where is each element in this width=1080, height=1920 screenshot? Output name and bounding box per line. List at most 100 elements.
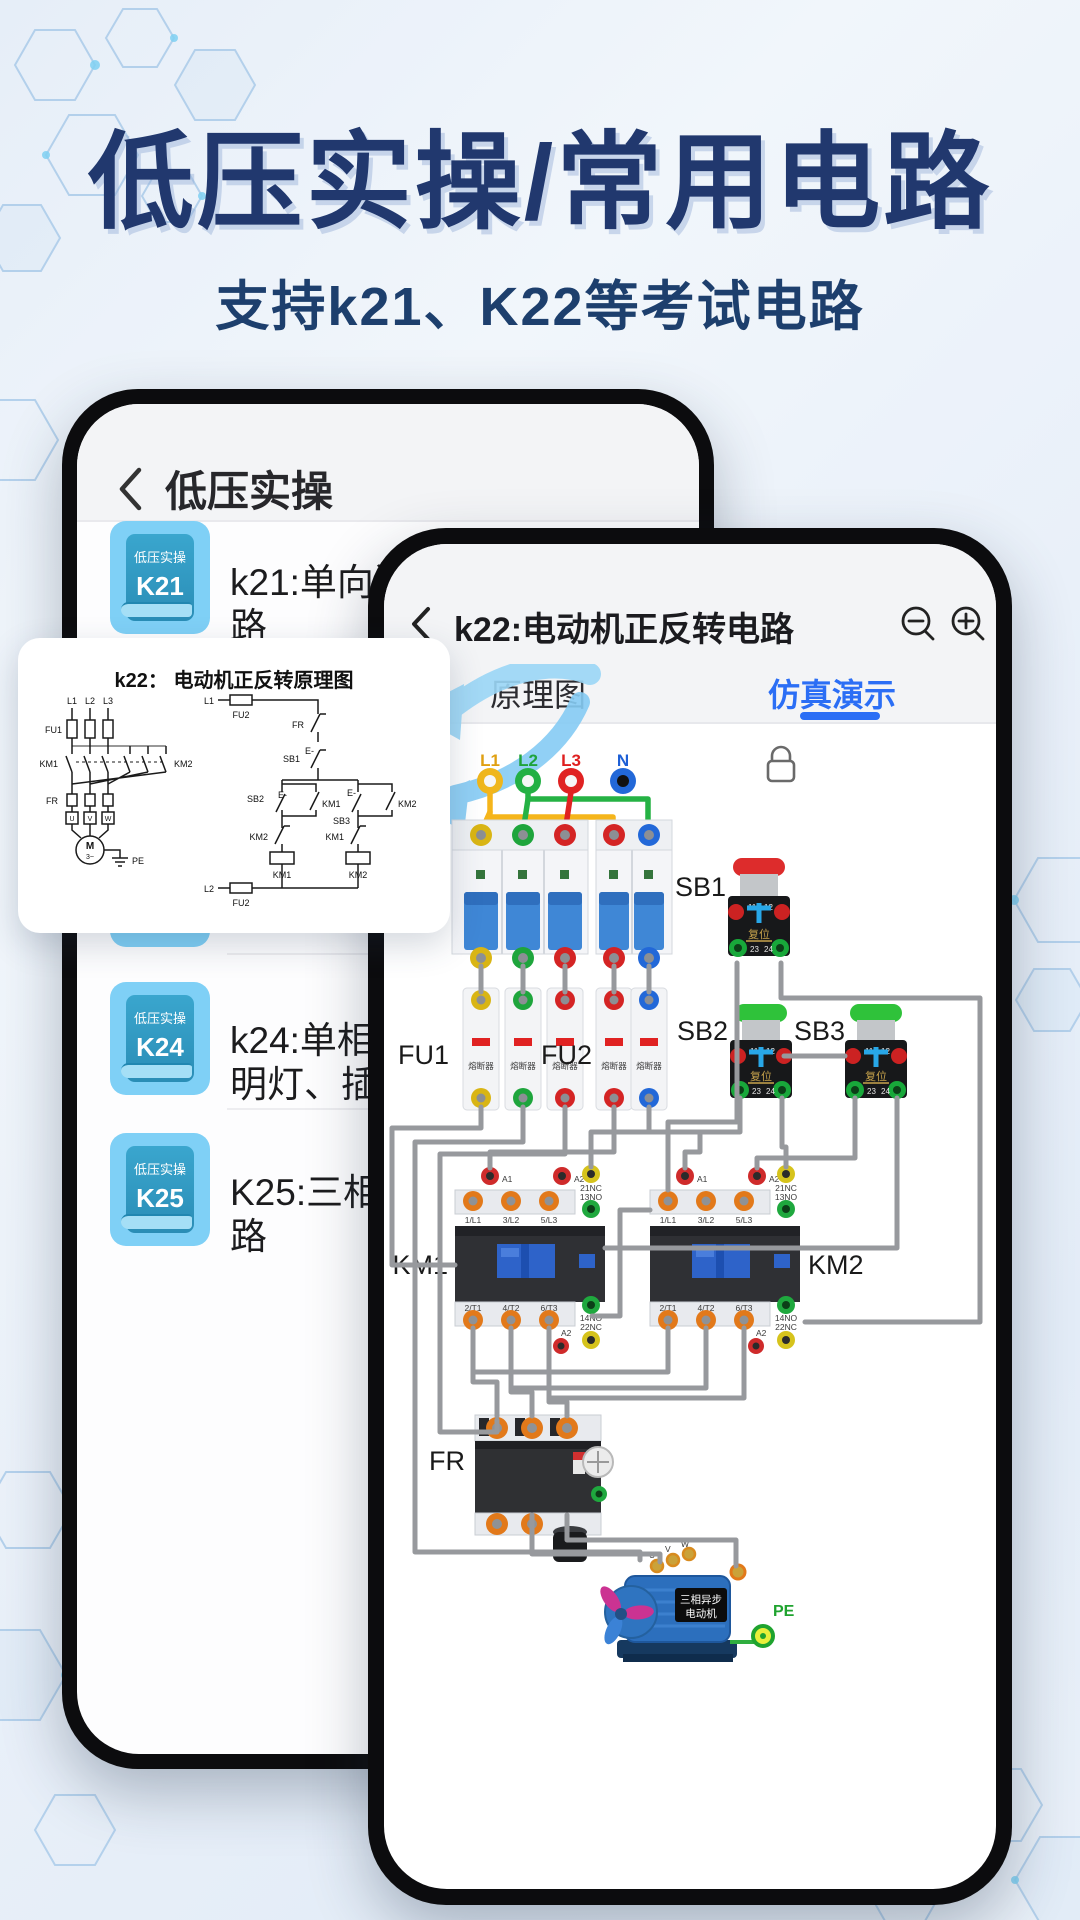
km2-13no-label: 13NO [775,1192,798,1202]
simulation-canvas[interactable]: L1 L2 L3 N [384,664,996,1889]
hookup-wires [389,960,983,1569]
back-icon[interactable] [410,606,432,642]
button-sb2[interactable]: SB2 11 12 复位 23 24 [677,1004,792,1099]
sch-v: V [88,816,93,823]
sch-c-e3: E- [347,788,356,798]
sch-c-l1: L1 [204,696,214,706]
fuse-group-fu1[interactable]: FU1 熔断器 熔断器 [398,987,584,1111]
k21-badge-code: K21 [136,571,184,601]
circuit-breaker-2p[interactable] [595,819,673,969]
button-sb3[interactable]: SB3 11 12 复位 23 24 [794,1004,907,1099]
motor[interactable]: U V W [596,1539,795,1662]
sb2-terminal-23: 23 [752,1087,761,1096]
sb2-terminal-24: 24 [766,1087,775,1096]
active-tab-underline [800,712,880,720]
fuse-label: 熔断器 [510,1061,536,1071]
sb3-terminal-24: 24 [881,1087,890,1096]
list-header-title: 低压实操 [165,468,334,515]
terminal-l1-label: L1 [480,751,500,770]
km1-6t3-label: 6/T3 [540,1303,557,1313]
sb1-label: SB1 [675,872,726,902]
km1-a2b-label: A2 [561,1328,572,1338]
sch-l1: L1 [67,696,77,706]
sch-c-km2hold: KM2 [398,799,417,809]
km1-1l1-label: 1/L1 [465,1215,482,1225]
back-icon[interactable] [117,467,143,511]
sb2-label: SB2 [677,1016,728,1046]
k21-badge: 低压实操 K21 [110,521,210,634]
sch-c-km2lock: KM2 [249,832,268,842]
sch-c-km1hold: KM1 [322,799,341,809]
sch-c-fu2bottom: FU2 [232,898,249,908]
motor-plate-line2: 电动机 [685,1607,717,1620]
k24-badge-spine [121,1063,192,1078]
motor-plate-line1: 三相异步 [680,1593,722,1606]
sch-c-km1lock: KM1 [325,832,344,842]
sim-phone-screen: k22:电动机正反转电路 原理图 仿真演示 [384,544,996,1889]
sim-phone-frame: k22:电动机正反转电路 原理图 仿真演示 [368,528,1012,1905]
km2-1l1-label: 1/L1 [660,1215,677,1225]
fu1-label: FU1 [398,1040,449,1070]
k25-badge-code: K25 [136,1183,184,1213]
fuse-label: 熔断器 [552,1061,578,1071]
zoom-out-icon[interactable] [901,606,935,641]
schematic-card: k22： 电动机正反转原理图 L1 L2 L3 FU1 KM1 KM2 FR U [18,638,450,933]
schematic-card-title: k22： 电动机正反转原理图 [114,670,354,692]
circuit-breaker-3p[interactable] [451,819,589,969]
sch-c-e1: E- [305,746,314,756]
sch-c-sb3: SB3 [333,816,350,826]
km2-5l3-label: 5/L3 [736,1215,753,1225]
km1-4t2-label: 4/T2 [502,1303,519,1313]
k25-title-line2: 路 [230,1216,267,1257]
km1-a2-label: A2 [574,1174,585,1184]
km1-2t1-label: 2/T1 [464,1303,481,1313]
km2-a1-label: A1 [697,1174,708,1184]
motor-w-label: W [681,1539,689,1549]
zoom-in-icon[interactable] [951,606,985,641]
sch-w: W [105,816,112,823]
sch-l3: L3 [103,696,113,706]
lock-icon[interactable] [766,745,796,783]
page-subtitle: 支持k21、K22等考试电路 [215,277,865,337]
fuse-label: 熔断器 [468,1061,494,1071]
sch-pe: PE [132,856,144,866]
sch-m: M [86,841,94,852]
sch-c-sb1: SB1 [283,754,300,764]
km2-21nc-label: 21NC [775,1183,797,1193]
sb3-reset-label: 复位 [865,1069,887,1083]
k24-badge: 低压实操 K24 [110,982,210,1095]
thermal-relay-fr[interactable]: FR [429,1414,614,1562]
km2-3l2-label: 3/L2 [698,1215,715,1225]
terminal-n-label: N [617,751,629,770]
supply-terminals[interactable]: L1 L2 L3 N [477,751,636,794]
k25-badge: 低压实操 K25 [110,1133,210,1246]
contactor-km1[interactable]: KM1 A1 A2 21NC 13NO 1/L1 3/L2 5/L [392,1165,605,1354]
sch-u: U [69,816,74,823]
k25-badge-top-label: 低压实操 [133,1162,186,1177]
contactor-km2[interactable]: KM2 A1 A2 21NC 13NO 1/L1 3/L2 5/L [649,1165,864,1354]
km2-a2-label: A2 [769,1174,780,1184]
schematic-diagram: L1 L2 L3 FU1 KM1 KM2 FR U V W [39,694,417,908]
km1-21nc-label: 21NC [580,1183,602,1193]
km1-22nc-label: 22NC [580,1322,602,1332]
terminal-l2-label: L2 [518,751,538,770]
km2-6t3-label: 6/T3 [735,1303,752,1313]
k24-badge-code: K24 [136,1032,184,1062]
sb2-reset-label: 复位 [750,1069,772,1083]
fr-label: FR [429,1446,465,1476]
connector-wires [478,963,652,995]
sch-c-l2: L2 [204,884,214,894]
list-header-bar: 低压实操 [77,404,699,522]
fu2-label: FU2 [541,1040,592,1070]
tab-simulation[interactable]: 仿真演示 [768,677,897,713]
sch-km2: KM2 [174,759,193,769]
sb1-reset-label: 复位 [748,927,770,941]
fuse-label: 熔断器 [636,1061,662,1071]
sch-c-e2: E- [278,790,287,800]
k21-badge-spine [121,602,192,617]
fuse-group-fu2[interactable]: FU2 熔断器 熔断器 [541,987,668,1111]
pe-label: PE [773,1603,795,1620]
button-sb1[interactable]: SB1 11 12 复位 23 24 [675,858,790,957]
km2-22nc-label: 22NC [775,1322,797,1332]
